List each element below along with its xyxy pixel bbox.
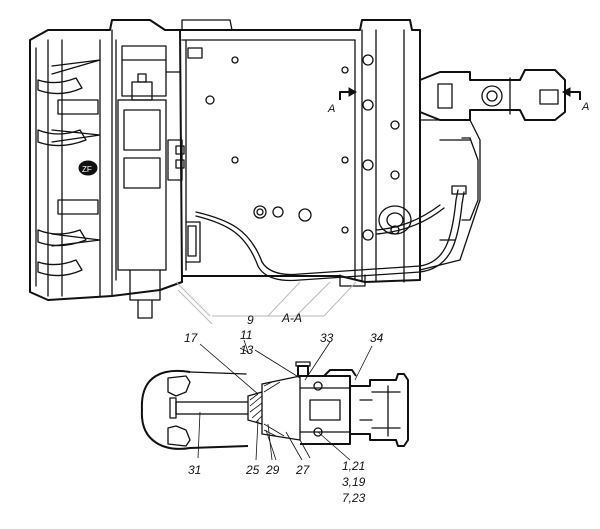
svg-text:ZF: ZF [82,165,92,174]
callout-34: 34 [370,331,384,345]
callout-7-23: 7,23 [342,491,366,505]
callout-1-21: 1,21 [342,459,365,473]
callout-labels: 9 11 13 17 33 34 31 25 29 27 1,21 3,19 7… [184,313,384,505]
callout-29: 29 [265,463,280,477]
callout-31: 31 [188,463,201,477]
section-marks: А А [327,87,589,115]
shift-control-module [117,45,185,319]
callout-17: 17 [184,331,199,345]
output-retarder-unit [419,69,566,271]
gearbox-main-view: ZF [29,19,566,319]
callout-3-19: 3,19 [342,475,366,489]
projection-lines [175,281,357,325]
main-housing [180,19,421,287]
bearing-cover [378,205,412,235]
leader-lines [197,339,373,461]
callout-27: 27 [295,463,311,477]
callout-25: 25 [245,463,260,477]
callout-11: 11 [240,328,252,342]
callout-9: 9 [247,313,254,327]
callout-13: 13 [240,343,254,357]
callout-33: 33 [320,331,334,345]
bell-housing: ZF [29,19,183,301]
section-mark-right: А [581,101,589,113]
hydraulic-pipes [185,185,467,282]
section-title: А-А [281,311,302,325]
section-mark-left: А [327,103,335,115]
section-view-aa [140,361,409,450]
